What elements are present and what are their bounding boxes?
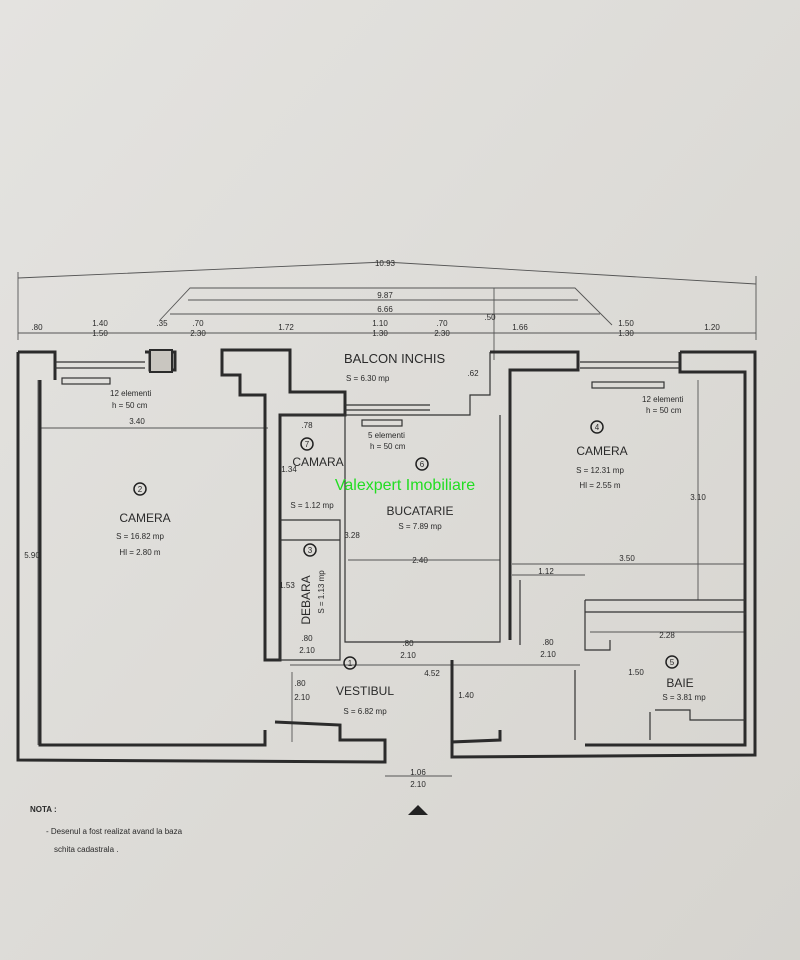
dim: 1.50 — [618, 319, 634, 328]
room-name: DEBARA — [299, 575, 313, 624]
dim: 2.10 — [299, 646, 315, 655]
room-area: S = 6.82 mp — [343, 707, 387, 716]
dim: 1.40 — [458, 691, 474, 700]
room-height: Hl = 2.80 m — [119, 548, 160, 557]
dim: 2.10 — [410, 780, 426, 789]
room-camera-left: 2 CAMERA S = 16.82 mp Hl = 2.80 m — [116, 482, 171, 557]
radiator-height: h = 50 cm — [646, 406, 682, 415]
dim: 1.34 — [281, 465, 297, 474]
radiator-height: h = 50 cm — [370, 442, 406, 451]
dim: 3.10 — [690, 493, 706, 502]
dim: 1.66 — [512, 323, 528, 332]
dim: .78 — [301, 421, 313, 430]
room-baie: 5 BAIE S = 3.81 mp — [662, 655, 706, 702]
dim: .80 — [402, 639, 414, 648]
dim: 4.52 — [424, 669, 440, 678]
dim: .70 — [436, 319, 448, 328]
room-bucatarie: 6 BUCATARIE S = 7.89 mp — [387, 457, 454, 531]
room-area: S = 1.12 mp — [290, 501, 334, 510]
dim: 5.90 — [24, 551, 40, 560]
room-number: 1 — [348, 659, 353, 668]
room-camera-right: 4 CAMERA S = 12.31 mp Hl = 2.55 m — [576, 420, 628, 490]
radiator-label: 12 elementi — [110, 389, 152, 398]
room-name: CAMERA — [576, 444, 627, 458]
dim-balcony-outer: 9.87 — [377, 291, 393, 300]
dim: 1.30 — [372, 329, 388, 338]
dim: .80 — [542, 638, 554, 647]
dim: 1.30 — [618, 329, 634, 338]
dim: .50 — [484, 313, 496, 322]
dim: 3.28 — [344, 531, 360, 540]
dim: .62 — [467, 369, 479, 378]
dim: 1.72 — [278, 323, 294, 332]
dim: 2.10 — [540, 650, 556, 659]
dim: .80 — [301, 634, 313, 643]
dim: 2.40 — [412, 556, 428, 565]
room-name: CAMARA — [292, 455, 343, 469]
entrance-arrow-icon — [408, 805, 428, 815]
radiator-label: 12 elementi — [642, 395, 684, 404]
note-line: schita cadastrala . — [54, 845, 118, 854]
room-debara: 3 DEBARA S = 1.13 mp — [299, 543, 326, 625]
dimension-lines — [17, 261, 757, 777]
room-number: 2 — [138, 485, 143, 494]
dim: 2.30 — [434, 329, 450, 338]
note-title: NOTA : — [30, 805, 57, 814]
note-line: - Desenul a fost realizat avand la baza — [46, 827, 183, 836]
dim: 2.10 — [294, 693, 310, 702]
radiator-icon — [61, 377, 111, 385]
dim: 1.06 — [410, 768, 426, 777]
dim: .70 — [192, 319, 204, 328]
dim: 2.30 — [190, 329, 206, 338]
room-vestibul: 1 VESTIBUL S = 6.82 mp — [336, 656, 394, 716]
dim: 1.20 — [704, 323, 720, 332]
radiator-icon — [591, 381, 665, 389]
room-number: 4 — [595, 423, 600, 432]
room-name: BAIE — [666, 676, 693, 690]
room-height: Hl = 2.55 m — [579, 481, 620, 490]
dim-total-width: 10.93 — [375, 259, 396, 268]
dim: 1.40 — [92, 319, 108, 328]
room-area: S = 7.89 mp — [398, 522, 442, 531]
balcony-area: S = 6.30 mp — [346, 374, 390, 383]
room-number: 7 — [305, 440, 310, 449]
room-area: S = 12.31 mp — [576, 466, 624, 475]
walls — [16, 348, 757, 764]
dim: 3.40 — [129, 417, 145, 426]
room-number: 5 — [670, 658, 675, 667]
radiator-label: 5 elementi — [368, 431, 405, 440]
room-area: S = 3.81 mp — [662, 693, 706, 702]
dim: 1.10 — [372, 319, 388, 328]
radiators — [61, 377, 665, 427]
dim: 3.50 — [619, 554, 635, 563]
watermark: Valexpert Imobiliare — [335, 477, 475, 494]
dim: 2.28 — [659, 631, 675, 640]
room-name: BUCATARIE — [387, 504, 454, 518]
dim: 1.50 — [92, 329, 108, 338]
dim-balcony-inner: 6.66 — [377, 305, 393, 314]
dim: .35 — [156, 319, 168, 328]
dim: 1.53 — [279, 581, 295, 590]
room-name: CAMERA — [119, 511, 170, 525]
room-area: S = 1.13 mp — [317, 570, 326, 614]
dim: .80 — [294, 679, 306, 688]
dim: 1.12 — [538, 567, 554, 576]
dim: .80 — [31, 323, 43, 332]
radiator-height: h = 50 cm — [112, 401, 148, 410]
dim: 2.10 — [400, 651, 416, 660]
dimension-labels: 10.93 9.87 6.66 .80 1.40 1.50 .35 .70 2.… — [24, 259, 720, 789]
room-number: 3 — [308, 546, 313, 555]
room-name: VESTIBUL — [336, 684, 394, 698]
room-number: 6 — [420, 460, 425, 469]
radiator-icon — [361, 419, 403, 427]
room-area: S = 16.82 mp — [116, 532, 164, 541]
balcony-name: BALCON INCHIS — [344, 351, 445, 366]
room-camara: 7 CAMARA S = 1.12 mp — [290, 437, 344, 510]
dim: 1.50 — [628, 668, 644, 677]
